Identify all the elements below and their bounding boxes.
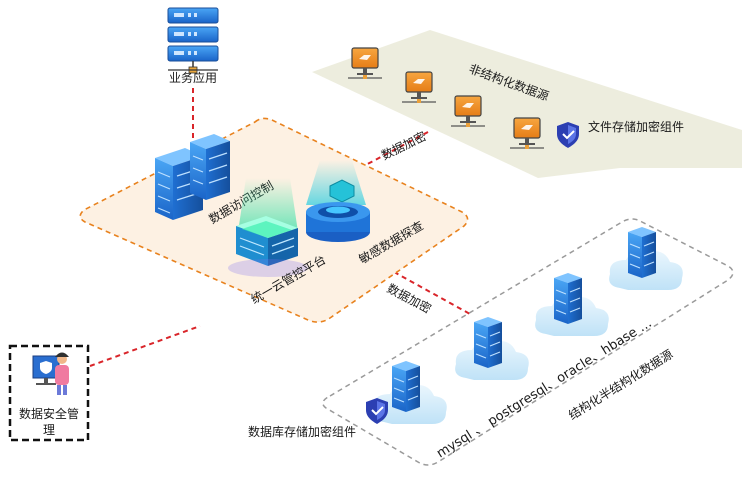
file-terminal-icon [402,71,436,103]
db-cloud-server-icon [455,317,529,380]
unstructured-source-band [312,30,742,178]
file-terminal-icon [510,117,544,149]
security-mgmt-label-line1: 数据安全管 [19,406,79,421]
data-encryption-top-label: 数据加密 [379,128,429,163]
security-mgmt-box: 数据安全管 理 [8,344,90,442]
db-cloud-server-icon [373,361,447,424]
data-encryption-bottom-label: 数据加密 [385,280,434,316]
business-app-label: 业务应用 [169,70,217,85]
security-mgmt-label-line2: 理 [43,423,55,437]
file-terminal-icon [348,47,382,79]
db-cloud-server-icon [609,227,683,290]
db-cloud-server-icon [535,273,609,336]
file-encryption-label: 文件存储加密组件 [588,119,684,134]
structured-source-zone [322,218,734,466]
access-control-server-icon [155,134,230,220]
unified-platform-server-icon [228,178,308,277]
admin-person-icon [55,352,69,395]
admin-monitor-icon [32,355,60,385]
shield-icon [557,122,579,148]
sensitive-detect-icon [306,160,370,242]
file-terminal-icon [451,95,485,127]
connection-links [89,88,471,367]
db-encryption-label: 数据库存储加密组件 [248,424,356,439]
business-app-server-icon [167,7,219,74]
shield-icon [366,398,388,424]
